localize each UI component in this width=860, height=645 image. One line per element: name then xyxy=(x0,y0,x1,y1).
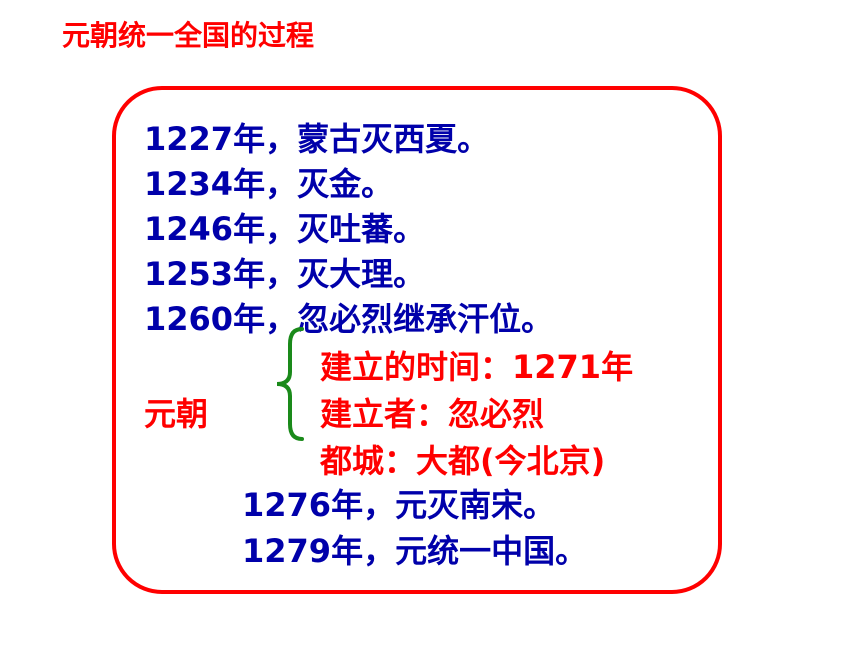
yuan-label: 元朝 xyxy=(144,395,209,433)
event-1276: 1276年，元灭南宋。 xyxy=(242,486,556,524)
event-1234: 1234年，灭金。 xyxy=(144,165,394,203)
yuan-founder: 建立者：忽必烈 xyxy=(320,395,545,433)
yuan-founding-time: 建立的时间：1271年 xyxy=(320,348,634,386)
curly-brace-icon xyxy=(276,327,304,441)
event-1279: 1279年，元统一中国。 xyxy=(242,532,588,570)
content-frame xyxy=(112,86,722,594)
yuan-capital: 都城：大都(今北京) xyxy=(320,442,606,480)
event-1253: 1253年，灭大理。 xyxy=(144,255,426,293)
event-1227: 1227年，蒙古灭西夏。 xyxy=(144,120,490,158)
event-1260: 1260年，忽必烈继承汗位。 xyxy=(144,300,554,338)
event-1246: 1246年，灭吐蕃。 xyxy=(144,210,426,248)
slide-title: 元朝统一全国的过程 xyxy=(62,19,315,52)
